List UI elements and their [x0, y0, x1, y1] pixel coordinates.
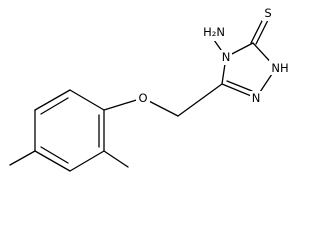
- ring-n4-label: N: [222, 50, 231, 64]
- ring-nh-label: NH: [271, 61, 288, 75]
- bond-ar-2-3: [69, 150, 105, 172]
- bond-c5-s-a: [250, 16, 265, 44]
- bond-c5-s-b: [255, 17, 270, 45]
- chemical-structure: H₂N N N NH S O: [9, 6, 291, 172]
- bond-ar-inner-2: [40, 146, 69, 164]
- thione-s-label: S: [264, 6, 271, 20]
- amino-label: H₂N: [203, 25, 225, 39]
- bond-methyl-para: [9, 150, 36, 166]
- ether-o-label: O: [138, 91, 147, 105]
- atom-labels: H₂N N N NH S O: [136, 6, 291, 106]
- bond-c3-ch2: [177, 83, 223, 117]
- bond-ar-inner-3: [40, 97, 69, 115]
- bond-methyl-ortho: [103, 150, 129, 168]
- bond-ar-6-1: [69, 89, 105, 111]
- ring-n1-label: N: [252, 91, 261, 105]
- bond-ar-5-6: [34, 89, 71, 111]
- bond-ar-3-4: [34, 150, 71, 172]
- bond-n1-c3-double: [226, 80, 253, 92]
